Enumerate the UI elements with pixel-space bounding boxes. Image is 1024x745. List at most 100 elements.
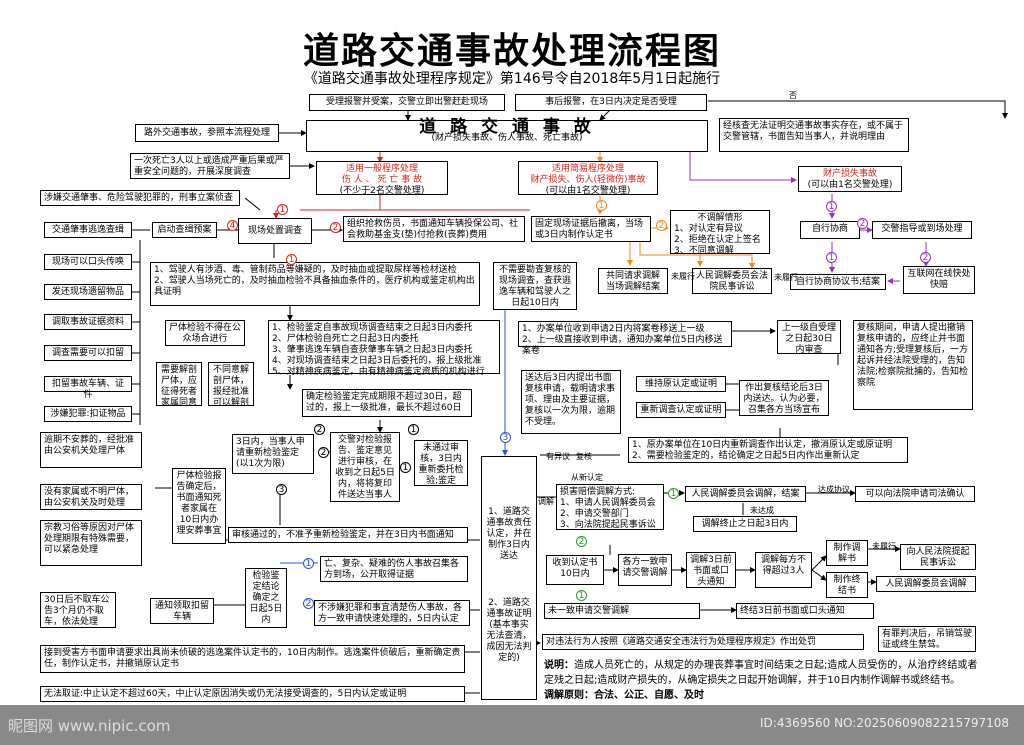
mediate-notice-box: 调解3日前书面或口头通知 <box>686 552 736 588</box>
label-refuse-2: 未履行 <box>774 273 798 282</box>
not-adjust-item-2: 2、拒绝在认定上签名 <box>674 235 761 245</box>
corpse-test-box: 尸体检验不得在公众场合进行 <box>165 320 245 346</box>
after-report-box: 事后报警，在3日内决定是否受理 <box>515 94 707 111</box>
step-2-blue: 2 <box>303 598 314 609</box>
step-1-purple: 1 <box>826 201 837 212</box>
mediate-count-box: 调解每方不得超过3人 <box>755 552 812 588</box>
review-transfer-box: 1、办案单位收到申请2日内将案卷移送上一级 2、上一级直接收到申请，通知办案单位… <box>518 321 732 356</box>
step-1b-red: 1 <box>286 254 297 265</box>
general-procedure-title: 适用一般程序处理 <box>345 164 418 174</box>
step-1b-purple: 1 <box>826 252 837 263</box>
step-2-orange: 2 <box>656 220 667 231</box>
joint-request-box: 共同请求调解当场调解结案 <box>598 268 668 294</box>
step-3-blue: 3 <box>500 432 511 443</box>
redo-box: 重新调查认定或证明 <box>636 402 726 418</box>
review-result-box: 复核期间，申请人提出撤销复核申请的，应终止并书面通知各方;受理复核后，一方起诉并… <box>853 320 973 410</box>
label-mediate: 调解 <box>538 497 554 506</box>
principle-text: 合法、公正、自愿、及时 <box>594 690 704 701</box>
self-agreement-box: 自行协商协议书;结案 <box>790 274 886 290</box>
review-transfer-1: 1、办案单位收到申请2日内将案卷移送上一级 <box>522 324 705 334</box>
review-submit-box: 送达后3日内提出书面复核申请，载明请求事项、理由及主要证据，复核以一次为限，逾期… <box>521 370 621 434</box>
step-1b-green: 1 <box>576 590 587 601</box>
suspect-crime-box: 涉嫌交通肇事、危险驾驶犯罪的，刑事立案侦查 <box>40 190 240 206</box>
review-conclusion-box: 作出复核结论后3日内送达。认为必要，召集各方当场宣布 <box>739 380 829 416</box>
no-evidence-box: 无法取证:中止认定不超过60天，中止认定原因消失或仍无法接受调查的，5日内认定或… <box>40 686 465 702</box>
label-not-perform: 未履行 <box>872 542 896 551</box>
no-family-box: 没有家属或不明尸体，由公安机关及时处理 <box>40 484 142 510</box>
not-approved-box: 未通过审核，3日内重新委托检验;鉴定 <box>414 440 468 486</box>
report-accept-box: 受理报警并受案，交警立即出警赶赴现场 <box>309 94 505 111</box>
escape-order-box: 接到受害方书面申请要求出具尚未侦破的逃逸案件认定书的，10日内制作。逃逸案件侦破… <box>40 645 465 673</box>
principle-title: 调解原则： <box>544 690 594 701</box>
label-not-reached: 未达成 <box>750 506 774 515</box>
offroad-box: 路外交通事故，参照本流程处理 <box>135 124 279 142</box>
appraise-finish-box: 确定检验鉴定完成期限不超过30日，超过的，报上一级批准，最长不超过60日 <box>302 389 472 417</box>
page-title: 道路交通事故处理流程图 <box>302 31 721 72</box>
start-plan-box: 启动查缉预案 <box>152 222 217 238</box>
page-subtitle: 《道路交通事故处理程序规定》第146号令自2018年5月1日起施行 <box>303 71 721 87</box>
crime-evidence-box: 涉嫌犯罪:扣证物品 <box>44 406 132 422</box>
people-committee-box: 人民调解委员会法院民事诉讼 <box>692 268 772 294</box>
custody-box: 调查需要可以扣留 <box>44 345 132 361</box>
end-notice-box: 终结3日前书面或口头通知 <box>736 603 874 619</box>
watermark-bar <box>0 705 1024 745</box>
mediation-method-box: 损害赔偿调解方式: 1、申请人民调解委员会 2、申请交警部门 3、向法院提起民事… <box>556 484 664 530</box>
review-transfer-2: 2、上一级直接收到申请，通知办案单位5日内移送案卷 <box>522 335 723 356</box>
simple-procedure-note: (可以由1名交警处理) <box>545 186 631 196</box>
label-review: 复核 <box>576 452 592 461</box>
step-2b-purple: 2 <box>920 252 931 263</box>
watermark-right: ID:4369560 NO:20250609082215797108 <box>760 716 1010 730</box>
appraise-list-box: 1、检验鉴定自事故现场调查结束之日起3日内委托 2、尸体检验自死亡之日起3日内委… <box>268 320 500 377</box>
blood-test-box: 1、驾驶人有涉酒、毒、管制药品等嫌疑的，及时抽血或提取尿样等检材送检 2、驾驶人… <box>150 262 480 306</box>
main-accident-box: 道 路 交 通 事 故 (财产损失事故、伤人事故、死亡事故) <box>306 117 708 152</box>
property-loss-note: (可以由1名交警处理) <box>807 180 893 190</box>
not-adjust-title: 不调解情形 <box>697 213 743 223</box>
internet-fast-box: 互联网在线快处快赔 <box>903 266 975 294</box>
label-new-found: 从新认定 <box>571 473 603 482</box>
label-objection: 有异议 <box>546 452 570 461</box>
main-accident-title: 道 路 交 通 事 故 <box>419 117 595 137</box>
escape-hunt-box: 交通肇事逃逸查缉 <box>44 222 132 238</box>
mediation-item-2: 2、申请交警部门 <box>560 509 629 519</box>
issue-evidence-box: 发还现场遗留物品 <box>44 284 132 300</box>
crime-revoke-box: 有罪判决后，吊销驾驶证或终生禁驾。 <box>878 626 976 652</box>
people-mediate-box: 人民调解委员会调解，结案 <box>685 486 806 502</box>
party-reappraise-box: 3日内，当事人申请重新检验鉴定(以1次为限) <box>232 434 314 474</box>
religion-box: 宗教习俗等原因对尸体处理期限有特殊需要，可以紧急处理 <box>40 520 142 566</box>
audit-pass-box: 审核通过的，不准予重新检验鉴定，并在3日内书面通知 <box>228 527 468 543</box>
people-committee2-box: 人民调解委员会调解 <box>876 576 976 592</box>
overdue-dead-box: 逾期不安葬的，经批准由公安机关处理尸体 <box>40 432 142 468</box>
responsibility-2: 2、道路交通事故证明(基本事实无法查清，成因无法判定的) <box>486 598 532 663</box>
seize-vehicle-box: 扣留事故车辆、证件 <box>44 376 132 400</box>
simple-procedure-title: 适用简易程序处理 <box>551 164 624 174</box>
note-text: 造成人员死亡的，从规定的办理丧葬事宜时间结束之日起;造成人员受伤的，从治疗终结或… <box>544 660 978 686</box>
step-1-red: 1 <box>277 204 288 215</box>
simple-procedure-type: 财产损失、伤人(轻微伤)事故 <box>530 175 646 185</box>
step-2-black: 2 <box>314 424 325 435</box>
redo-detail-box: 1、原办案单位在10日内重新调查作出认定，撤消原认定或原证明 2、需要检验鉴定的… <box>628 437 908 463</box>
step-1-blue: 1 <box>303 558 314 569</box>
corpse-report-box: 尸体检验报告确定后，书面通知死者家属在10日内办理安葬事宜 <box>172 468 226 544</box>
principle-block: 调解原则：合法、公正、自愿、及时 <box>544 688 704 703</box>
agree-apply-box: 各方一致申请交警调解 <box>618 554 672 586</box>
step-1-orange: 1 <box>596 200 607 211</box>
no-crime-box: 不涉嫌犯罪和事宜清楚伤人事故，各方一致申请快速处理的，5日内认定 <box>314 600 470 626</box>
death-review-box: 亡、复杂、疑难的伤人事故召集各方到场，公开取得证据 <box>320 556 468 582</box>
step-1-black: 1 <box>408 424 419 435</box>
not-agree-box: 未一致申请交警调解 <box>544 603 700 619</box>
no-dissect-box: 不同意解剖尸体，报经批准可以解剖 <box>208 362 254 408</box>
note-title: 说明： <box>544 660 574 671</box>
punish-box: 对违法行为人按照《道路交通安全违法行为处理程序规定》作出处罚 <box>542 634 864 650</box>
label-refuse-1: 未履行 <box>671 272 695 281</box>
organize-rescue-box: 组织抢救伤员，书面通知车辆投保公司、社会救助基金支(垫)付抢救(丧葬)费用 <box>343 216 525 242</box>
scene-survey-box: 现场处置调查 <box>238 218 312 244</box>
general-procedure-type: 伤 人 、 死 亡 事 故 <box>341 175 423 185</box>
note-block: 说明：造成人员死亡的，从规定的办理丧葬事宜时间结束之日起;造成人员受伤的，从治疗… <box>544 658 984 688</box>
self-negotiate-box: 自行协商 <box>800 221 860 239</box>
watermark-left: 昵图网 www.nipic.com <box>8 717 171 735</box>
step-2c-black: 2 <box>318 447 329 458</box>
collect-evidence-box: 调取事故证据资料 <box>44 314 132 330</box>
step-1c-black: 1 <box>400 462 411 473</box>
scene-oral-box: 现场可以口头传唤 <box>44 254 132 270</box>
step-1-green: 1 <box>668 488 679 499</box>
